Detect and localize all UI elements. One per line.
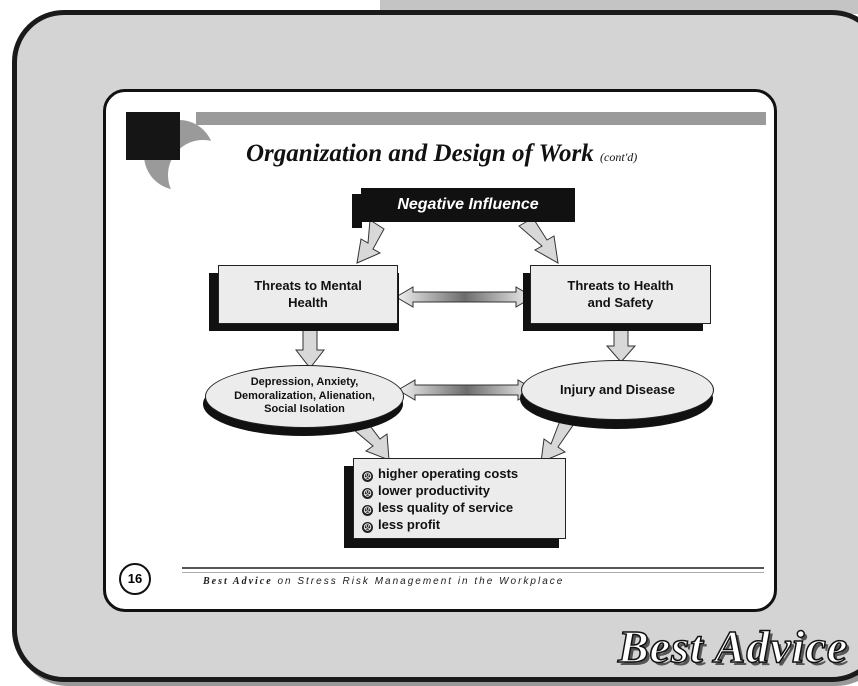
slide-title-main: Organization and Design of Work [246, 140, 594, 167]
mental-health-line1: Threats to Mental [254, 277, 362, 293]
arrow-negative-to-mental [356, 219, 385, 264]
arrow-mental-to-depression [294, 326, 326, 369]
header-bar [196, 112, 766, 125]
sad-face-icon: ☹ [362, 471, 373, 482]
arrow-mental-health-bidirectional [395, 286, 534, 308]
health-safety-line1: Threats to Health [567, 277, 674, 293]
threats-health-safety-box: Threats to Health and Safety [530, 265, 711, 324]
health-safety-line2: and Safety [587, 294, 654, 310]
sad-face-icon: ☹ [362, 488, 373, 499]
outcome-item: ☹higher operating costs [362, 466, 519, 482]
threats-mental-health-box: Threats to Mental Health [218, 265, 398, 324]
arrow-depression-injury-bidirectional [397, 379, 536, 401]
negative-influence-shadow [352, 194, 362, 228]
outcome-item: ☹less profit [362, 517, 441, 533]
outcome-item: ☹lower productivity [362, 483, 490, 499]
brand-logo-text: Best Advice [617, 620, 849, 673]
footer-caption: Best Advice on Stress Risk Management in… [203, 576, 564, 587]
depression-line3: Social Isolation [264, 403, 345, 416]
footer-brand: Best Advice [203, 576, 273, 587]
arrow-health-to-injury [605, 325, 637, 363]
slide-title: Organization and Design of Work (cont'd) [246, 140, 766, 168]
arrow-negative-to-health [518, 217, 559, 264]
depression-line1: Depression, Anxiety, [250, 375, 359, 388]
negative-influence-box: Negative Influence [361, 188, 575, 222]
injury-disease-ellipse: Injury and Disease [521, 360, 714, 420]
footer-subtitle: on Stress Risk Management in the Workpla… [272, 576, 565, 587]
mental-health-line2: Health [288, 294, 328, 310]
slide-title-suffix: (cont'd) [600, 150, 638, 164]
depression-line2: Demoralization, Alienation, [234, 389, 375, 402]
sad-face-icon: ☹ [362, 522, 373, 533]
footer-rule-thin [182, 572, 764, 573]
header-corner-decoration [126, 112, 180, 160]
sad-face-icon: ☹ [362, 505, 373, 516]
outcome-item: ☹less quality of service [362, 500, 514, 516]
page-number: 16 [119, 563, 151, 595]
depression-ellipse: Depression, Anxiety, Demoralization, Ali… [205, 365, 404, 428]
outcomes-box: ☹higher operating costs ☹lower productiv… [353, 458, 566, 539]
footer-rule [182, 567, 764, 569]
